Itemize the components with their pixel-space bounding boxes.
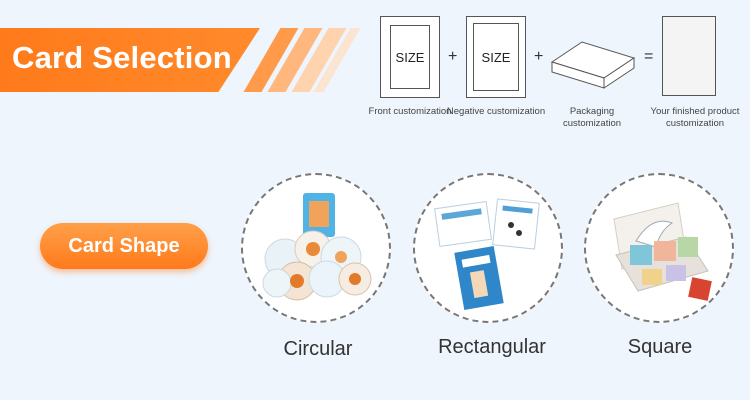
- circular-label: Circular: [283, 338, 353, 360]
- rectangular-label: Rectangular: [438, 336, 546, 358]
- front-caption: Front customization: [368, 106, 452, 117]
- negative-size-box: SIZE: [473, 23, 519, 91]
- finished-product-diagram: [662, 16, 716, 96]
- equals-sign: =: [644, 48, 654, 65]
- square-label: Square: [627, 336, 693, 358]
- square-cards-illustration: [613, 202, 712, 301]
- customization-formula: SIZE + Front customization SIZE + Negati…: [369, 14, 744, 134]
- finished-caption: Your finished product customization: [650, 106, 740, 129]
- plus-sign: +: [448, 48, 458, 65]
- circular-cards-illustration: [262, 193, 372, 301]
- packaging-caption: Packaging customization: [562, 106, 622, 129]
- front-size-box: SIZE: [390, 25, 430, 89]
- circular-card-image[interactable]: [241, 173, 391, 323]
- card-shape-button[interactable]: Card Shape: [40, 223, 208, 269]
- section-banner: Card Selection: [0, 28, 361, 92]
- negative-caption: Negative customization: [446, 106, 546, 117]
- banner-title: Card Selection: [12, 40, 232, 75]
- front-card-diagram: SIZE: [380, 16, 440, 98]
- packaging-box-diagram: [548, 34, 638, 94]
- rectangular-card-image[interactable]: [413, 173, 563, 323]
- plus-sign: +: [534, 48, 544, 65]
- negative-card-diagram: SIZE: [466, 16, 526, 98]
- square-card-image[interactable]: [584, 173, 734, 323]
- rectangular-cards-illustration: [434, 198, 540, 311]
- banner-bar: [0, 28, 260, 92]
